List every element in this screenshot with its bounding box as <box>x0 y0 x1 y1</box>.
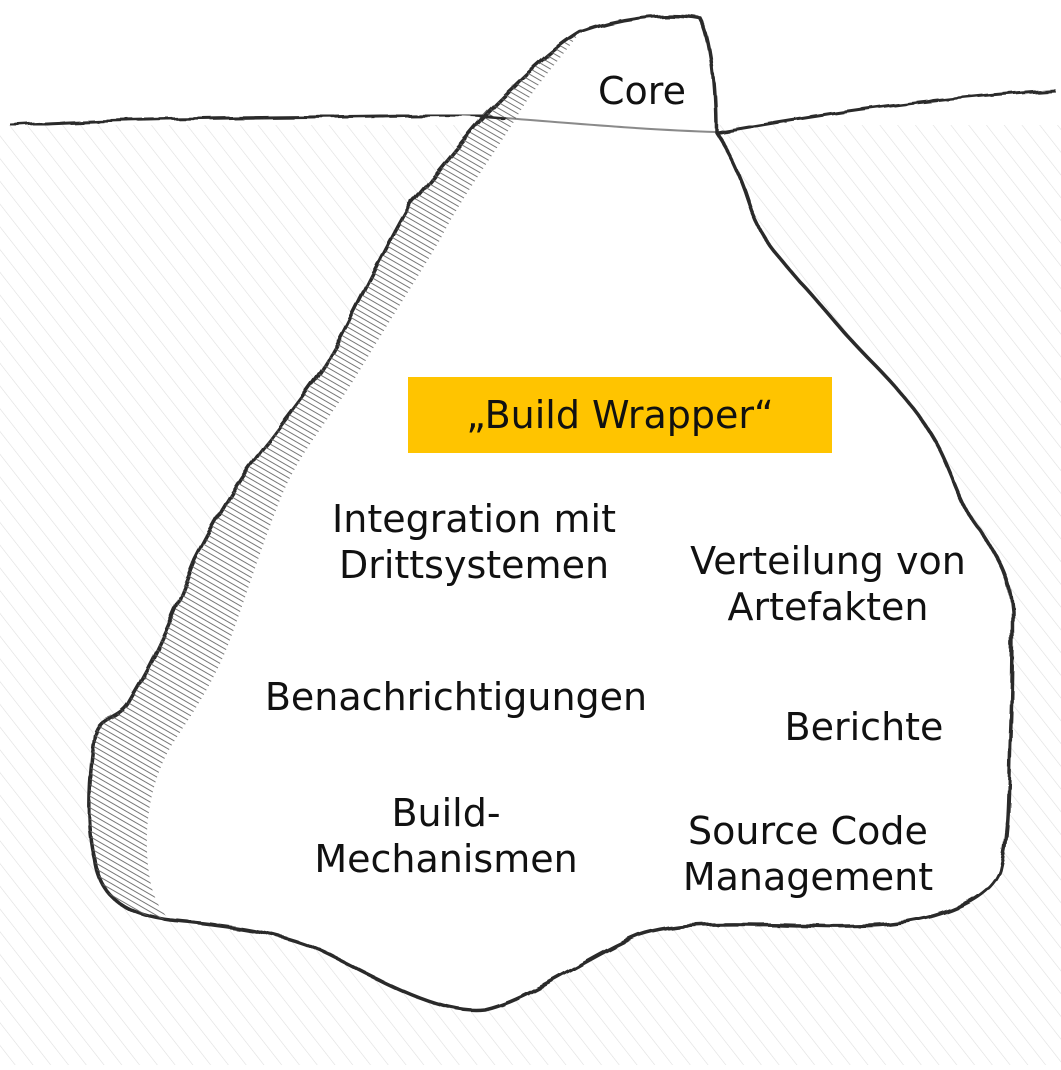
iceberg-shadow <box>89 32 580 920</box>
reports-label: Berichte <box>784 705 944 749</box>
waterline-inside <box>504 117 717 133</box>
build-label: Build- Mechanismen <box>314 791 578 882</box>
notifications-label: Benachrichtigungen <box>264 675 648 719</box>
waterline-left <box>9 113 506 127</box>
tip-label: Core <box>598 69 686 113</box>
waterline-right <box>715 88 1056 134</box>
build-wrapper-label: „Build Wrapper“ <box>466 393 774 437</box>
scm-label: Source Code Management <box>682 809 934 900</box>
highlight-box <box>408 377 832 453</box>
integration-label: Integration mit Drittsystemen <box>332 497 616 588</box>
distribution-label: Verteilung von Artefakten <box>690 539 966 630</box>
